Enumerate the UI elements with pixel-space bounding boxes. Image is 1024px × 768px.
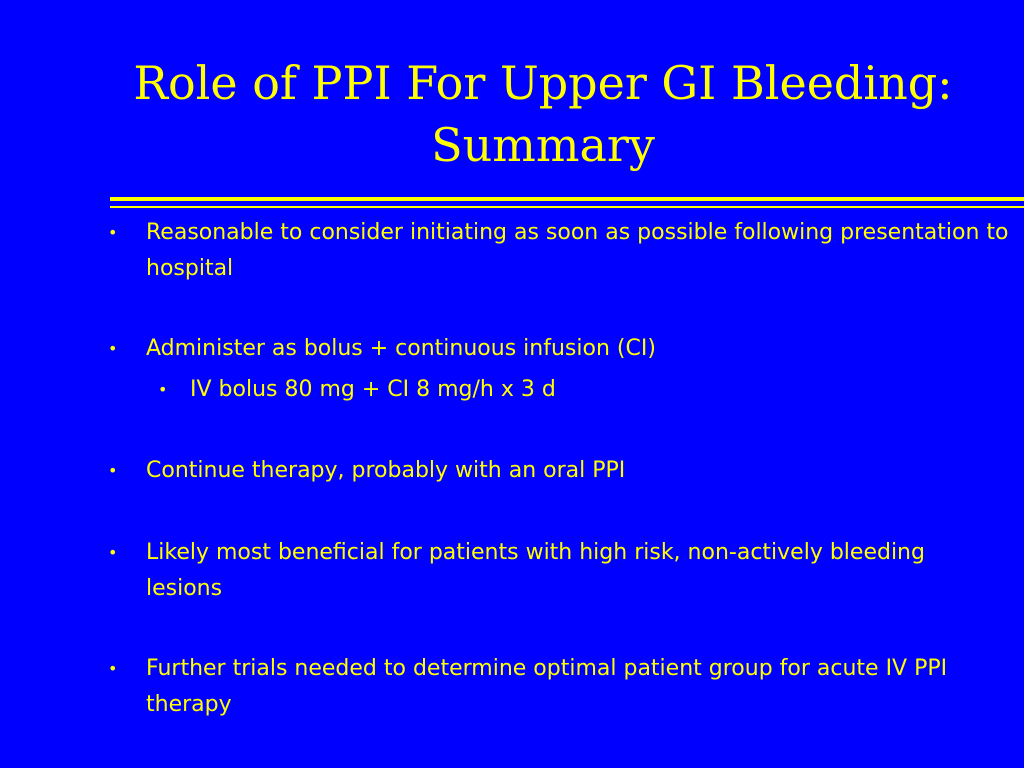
slide-title: Role of PPI For Upper GI Bleeding: Summa… [110, 52, 976, 176]
bullet-marker: • [108, 543, 118, 562]
title-divider-thick [110, 197, 1024, 201]
bullet-item: • Likely most beneficial for patients wi… [108, 535, 986, 607]
bullet-text: Likely most beneficial for patients with… [146, 540, 925, 601]
bullet-text: Reasonable to consider initiating as soo… [146, 220, 1009, 281]
title-divider-thin [110, 206, 1024, 208]
bullet-item: • Continue therapy, probably with an ora… [108, 453, 1016, 489]
bullet-text: Further trials needed to determine optim… [146, 656, 948, 717]
bullet-text: Administer as bolus + continuous infusio… [146, 336, 656, 361]
sub-bullet-item: • IV bolus 80 mg + CI 8 mg/h x 3 d [158, 372, 1010, 408]
bullet-item: • Reasonable to consider initiating as s… [108, 215, 1016, 287]
bullet-text: IV bolus 80 mg + CI 8 mg/h x 3 d [190, 377, 556, 402]
bullet-marker: • [108, 461, 118, 480]
bullet-text: Continue therapy, probably with an oral … [146, 458, 626, 483]
bullet-marker: • [108, 659, 118, 678]
title-line-2: Summary [431, 118, 655, 172]
bullet-item: • Administer as bolus + continuous infus… [108, 331, 1016, 367]
title-line-1: Role of PPI For Upper GI Bleeding: [133, 56, 953, 110]
bullet-marker: • [108, 223, 118, 242]
bullet-marker: • [108, 339, 118, 358]
bullet-item: • Further trials needed to determine opt… [108, 651, 1016, 723]
bullet-marker: • [158, 380, 168, 399]
